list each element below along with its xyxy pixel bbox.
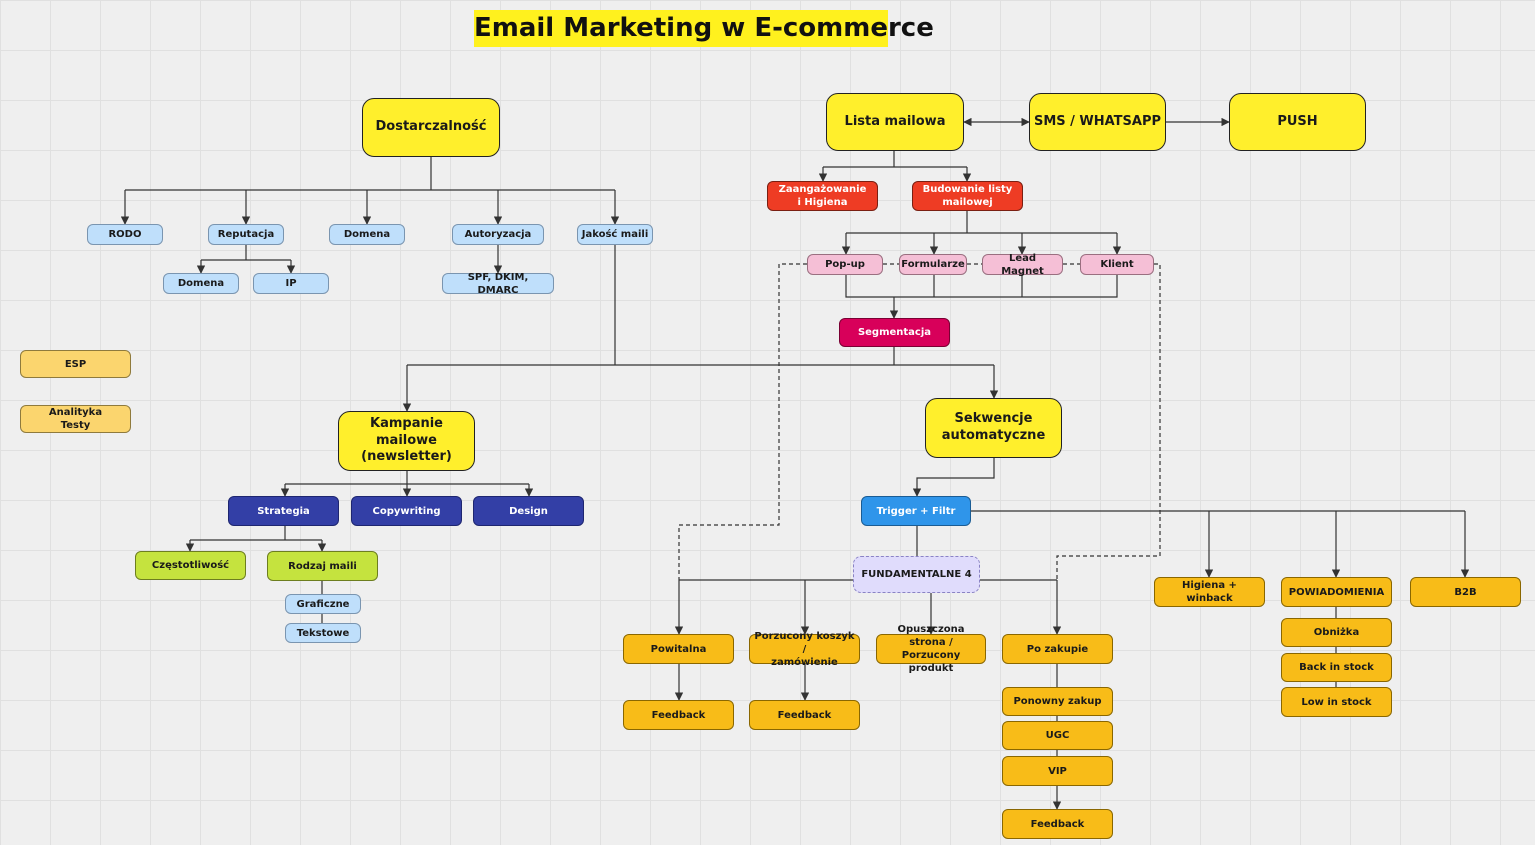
node-graficzne[interactable]: Graficzne [285, 594, 361, 614]
node-fundamentalne-4[interactable]: FUNDAMENTALNE 4 [853, 556, 980, 593]
node-b2b[interactable]: B2B [1410, 577, 1521, 607]
node-po-zakupie[interactable]: Po zakupie [1002, 634, 1113, 664]
node-design[interactable]: Design [473, 496, 584, 526]
node-back-in-stock[interactable]: Back in stock [1281, 653, 1392, 682]
diagram-title: Email Marketing w E-commerce [474, 10, 934, 47]
node-trigger-filtr[interactable]: Trigger + Filtr [861, 496, 971, 526]
node-analityka-testy[interactable]: Analityka Testy [20, 405, 131, 433]
node-powitalna[interactable]: Powitalna [623, 634, 734, 664]
node-ip[interactable]: IP [253, 273, 329, 294]
node-opuszczona-strona[interactable]: Opuszczona strona / Porzucony produkt [876, 624, 986, 674]
node-rodzaj-maili[interactable]: Rodzaj maili [267, 551, 378, 581]
node-lead-magnet[interactable]: Lead Magnet [982, 253, 1063, 277]
node-feedback-po-zakupie[interactable]: Feedback [1002, 809, 1113, 839]
node-strategia[interactable]: Strategia [228, 496, 339, 526]
node-domena[interactable]: Domena [329, 224, 405, 245]
node-low-in-stock[interactable]: Low in stock [1281, 687, 1392, 717]
node-porzucony-koszyk[interactable]: Porzucony koszyk / zamówienie [749, 631, 860, 668]
node-sekwencje-automatyczne[interactable]: Sekwencje automatyczne [925, 398, 1062, 458]
node-lista-mailowa[interactable]: Lista mailowa [826, 93, 964, 151]
node-esp[interactable]: ESP [20, 350, 131, 378]
node-sms-whatsapp[interactable]: SMS / WHATSAPP [1029, 93, 1166, 151]
node-popup[interactable]: Pop-up [807, 254, 883, 275]
node-tekstowe[interactable]: Tekstowe [285, 623, 361, 643]
node-klient[interactable]: Klient [1080, 254, 1154, 275]
node-dostarczalnosc[interactable]: Dostarczalność [362, 98, 500, 157]
node-budowanie-listy[interactable]: Budowanie listy mailowej [912, 181, 1023, 211]
node-powiadomienia[interactable]: POWIADOMIENIA [1281, 577, 1392, 607]
node-vip[interactable]: VIP [1002, 756, 1113, 786]
node-zaangazowanie[interactable]: Zaangażowanie i Higiena [767, 181, 878, 211]
node-reputacja[interactable]: Reputacja [208, 224, 284, 245]
node-kampanie-mailowe[interactable]: Kampanie mailowe (newsletter) [338, 411, 475, 471]
node-obnizka[interactable]: Obniżka [1281, 618, 1392, 647]
node-feedback-powitalna[interactable]: Feedback [623, 700, 734, 730]
node-jakosc-maili[interactable]: Jakość maili [577, 224, 653, 245]
node-formularze[interactable]: Formularze [899, 254, 967, 275]
node-czestotliwosc[interactable]: Częstotliwość [135, 551, 246, 580]
node-ugc[interactable]: UGC [1002, 721, 1113, 750]
node-autoryzacja[interactable]: Autoryzacja [452, 224, 544, 245]
node-reputacja-domena[interactable]: Domena [163, 273, 239, 294]
node-ponowny-zakup[interactable]: Ponowny zakup [1002, 687, 1113, 716]
node-feedback-porzucony[interactable]: Feedback [749, 700, 860, 730]
node-higiena-winback[interactable]: Higiena + winback [1154, 577, 1265, 607]
node-copywriting[interactable]: Copywriting [351, 496, 462, 526]
node-push[interactable]: PUSH [1229, 93, 1366, 151]
node-segmentacja[interactable]: Segmentacja [839, 318, 950, 347]
node-rodo[interactable]: RODO [87, 224, 163, 245]
node-spf-dkim-dmarc[interactable]: SPF, DKIM, DMARC [442, 272, 554, 296]
